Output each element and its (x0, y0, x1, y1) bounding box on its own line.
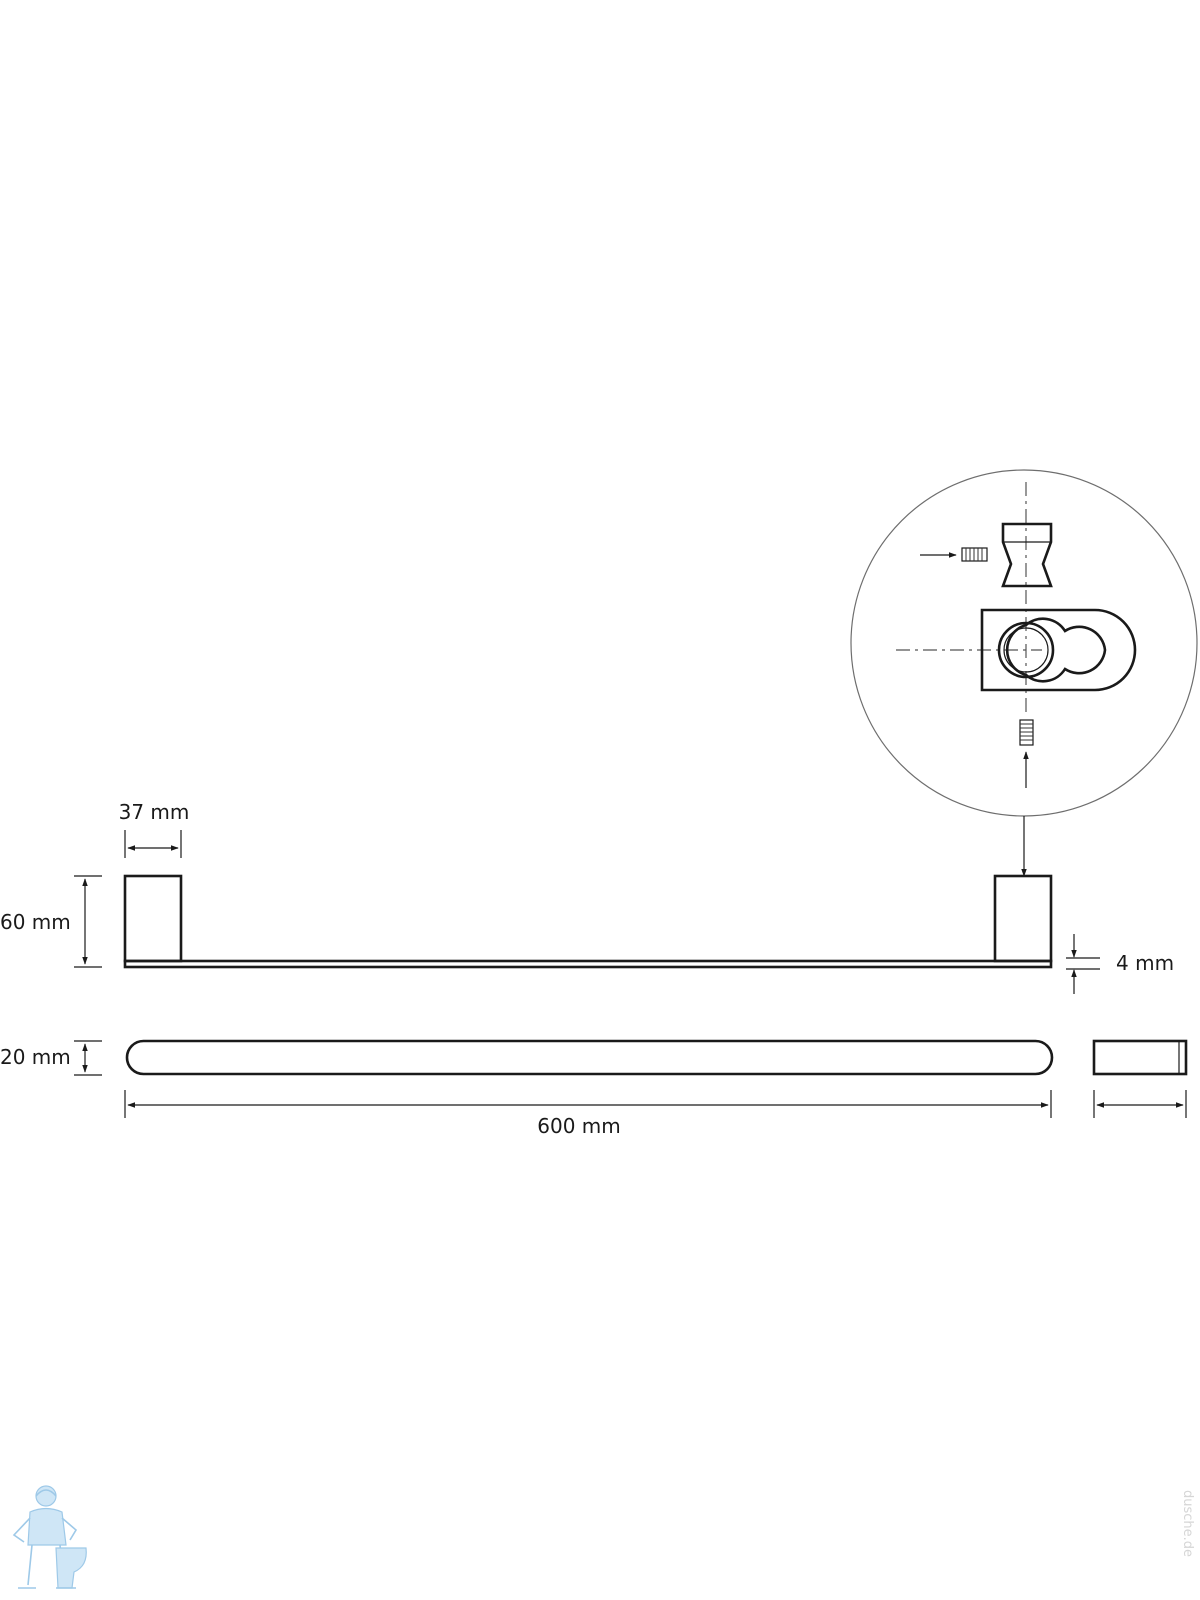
right-bracket (993, 874, 1053, 963)
front-view (123, 874, 1053, 969)
top-view-bar (125, 1039, 1054, 1076)
connector-piece (1001, 522, 1053, 588)
dimension-bracket-width: 37 mm (119, 800, 190, 858)
dimension-total-length: 600 mm (124, 1090, 1052, 1138)
dimension-bracket-width-label: 37 mm (119, 800, 190, 824)
dimension-bar-depth-label: 20 mm (0, 1045, 71, 1069)
left-bracket (123, 874, 183, 963)
mounting-detail (850, 469, 1198, 877)
mounting-plate (980, 608, 1137, 692)
set-screw-horizontal (920, 547, 988, 562)
detail-circle (850, 469, 1198, 817)
dimension-plate-thickness-label: 4 mm (1116, 951, 1174, 975)
watermark-text: dusche.de (1180, 1490, 1195, 1557)
dimension-height-label: 60 mm (0, 910, 71, 934)
side-view (1092, 1039, 1188, 1118)
set-screw-vertical (1019, 719, 1034, 788)
base-plate (123, 959, 1053, 969)
dimension-height: 60 mm (0, 875, 102, 968)
dimension-bar-depth: 20 mm (0, 1040, 102, 1076)
watermark-logo (12, 1485, 87, 1589)
dimension-plate-thickness: 4 mm (1066, 934, 1174, 994)
side-view-block (1092, 1039, 1188, 1076)
dimension-total-length-label: 600 mm (537, 1114, 621, 1138)
top-view (125, 1039, 1054, 1076)
